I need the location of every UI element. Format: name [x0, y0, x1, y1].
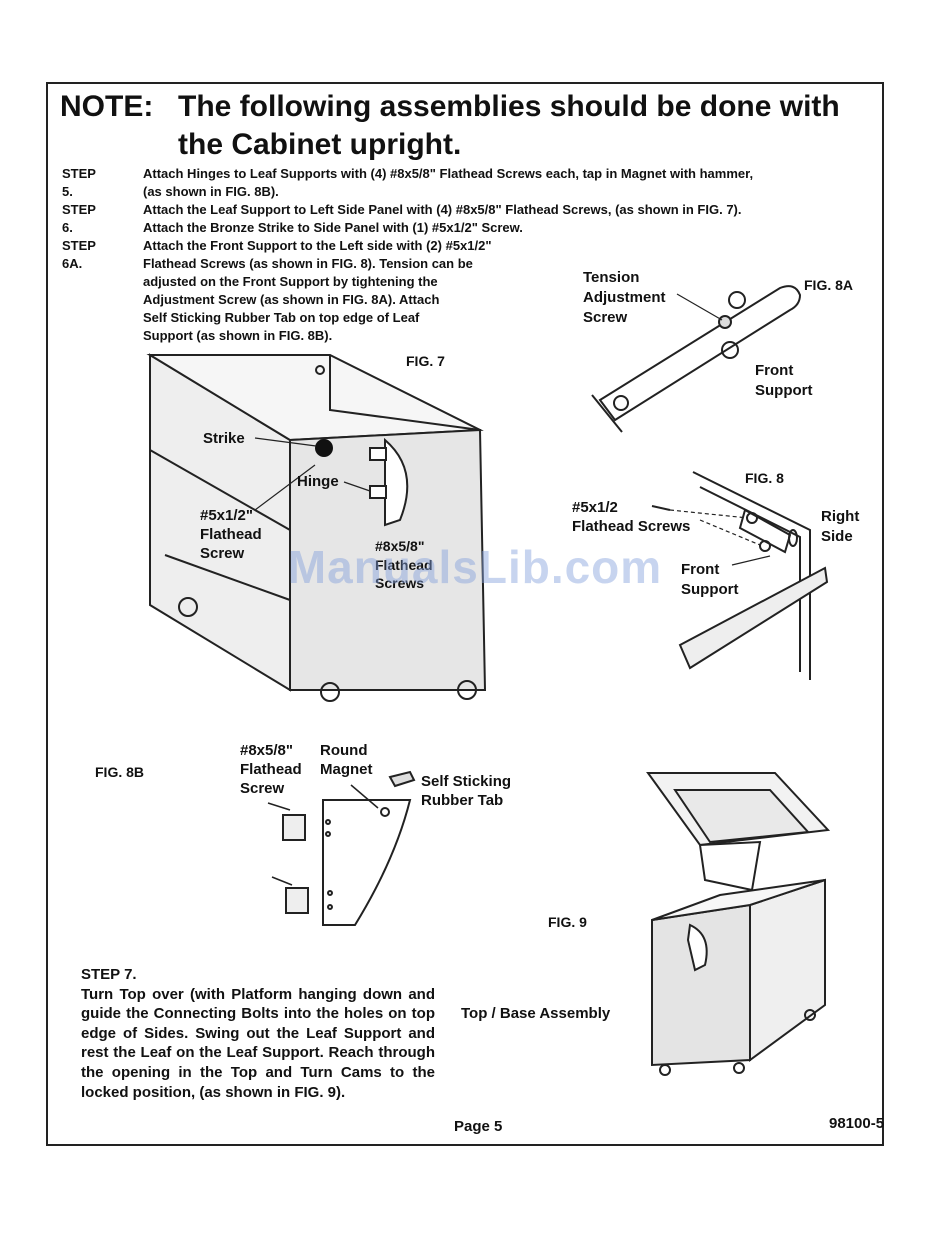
document-code: 98100-5 — [829, 1115, 885, 1132]
step-6a-line-5: Self Sticking Rubber Tab on top edge of … — [143, 310, 420, 325]
step-7-text: Turn Top over (with Platform hanging dow… — [81, 985, 435, 1101]
fig8a-tension-line-3: Screw — [583, 309, 628, 326]
step-6-label: STEP 6. — [62, 202, 96, 235]
fig8-front-line-1: Front — [681, 561, 720, 578]
fig8-right-line-1: Right — [821, 508, 860, 525]
fig7-screw-a-line-2: Flathead — [200, 526, 262, 543]
note-line-2: the Cabinet upright. — [178, 128, 462, 161]
fig8b-title: FIG. 8B — [95, 764, 145, 780]
fig7-screw-b-line-1: #8x5/8" — [375, 538, 425, 554]
watermark: ManualsLib.com — [287, 541, 663, 593]
step-6a-line-3: adjusted on the Front Support by tighten… — [143, 274, 438, 289]
fig8b-magnet-line-2: Magnet — [320, 761, 373, 778]
fig7-screw-b-line-2: Flathead — [375, 557, 433, 573]
page-number: Page 5 — [454, 1118, 503, 1135]
step-6a-line-6: Support (as shown in FIG. 8B). — [143, 328, 333, 343]
step-6-line-1: Attach the Leaf Support to Left Side Pan… — [143, 202, 742, 217]
note-line-1: The following assemblies should be done … — [178, 90, 840, 123]
step-7-block: STEP 7. Turn Top over (with Platform han… — [81, 965, 435, 1102]
fig8a-front-line-1: Front — [755, 362, 794, 379]
fig9-title: FIG. 9 — [548, 914, 587, 930]
step-7-label: STEP 7. — [81, 966, 137, 983]
step-6a-label: STEP 6A. — [62, 238, 96, 271]
fig7-screw-a-line-1: #5x1/2" — [200, 507, 253, 524]
step-5-line-1: Attach Hinges to Leaf Supports with (4) … — [143, 166, 754, 181]
fig8b-tab-line-1: Self Sticking — [421, 773, 512, 790]
fig8b-magnet-line-1: Round — [320, 742, 368, 759]
fig8a-title: FIG. 8A — [804, 277, 854, 293]
fig8-front-line-2: Support — [681, 581, 739, 598]
fig8b-tab-line-2: Rubber Tab — [421, 792, 504, 809]
fig7-hinge-label: Hinge — [297, 473, 339, 490]
fig9-caption: Top / Base Assembly — [461, 1005, 611, 1022]
step-5-line-2: (as shown in FIG. 8B). — [143, 184, 279, 199]
step-5-label: STEP 5. — [62, 166, 96, 199]
page-border — [46, 82, 884, 1146]
fig8a-tension-line-2: Adjustment — [583, 289, 666, 306]
fig8a-front-line-2: Support — [755, 382, 813, 399]
fig8b-screw-line-1: #8x5/8" — [240, 742, 293, 759]
step-6-line-2: Attach the Bronze Strike to Side Panel w… — [143, 220, 523, 235]
fig7-screw-a-line-3: Screw — [200, 545, 245, 562]
fig8a-tension-line-1: Tension — [583, 269, 640, 286]
fig7-screw-b-line-3: Screws — [375, 575, 425, 591]
fig8-screws-line-1: #5x1/2 — [572, 499, 618, 516]
note-lead: NOTE: — [60, 90, 154, 123]
fig8-screws-line-2: Flathead Screws — [572, 518, 691, 535]
fig8b-screw-line-3: Screw — [240, 780, 285, 797]
fig7-title: FIG. 7 — [406, 353, 445, 369]
fig7-strike-label: Strike — [203, 430, 245, 447]
step-6a-line-4: Adjustment Screw (as shown in FIG. 8A). … — [143, 292, 440, 307]
step-6a-line-1: Attach the Front Support to the Left sid… — [143, 238, 492, 253]
fig8-right-line-2: Side — [821, 528, 853, 545]
fig8b-screw-line-2: Flathead — [240, 761, 302, 778]
fig8-title: FIG. 8 — [745, 470, 784, 486]
step-6a-line-2: Flathead Screws (as shown in FIG. 8). Te… — [143, 256, 473, 271]
